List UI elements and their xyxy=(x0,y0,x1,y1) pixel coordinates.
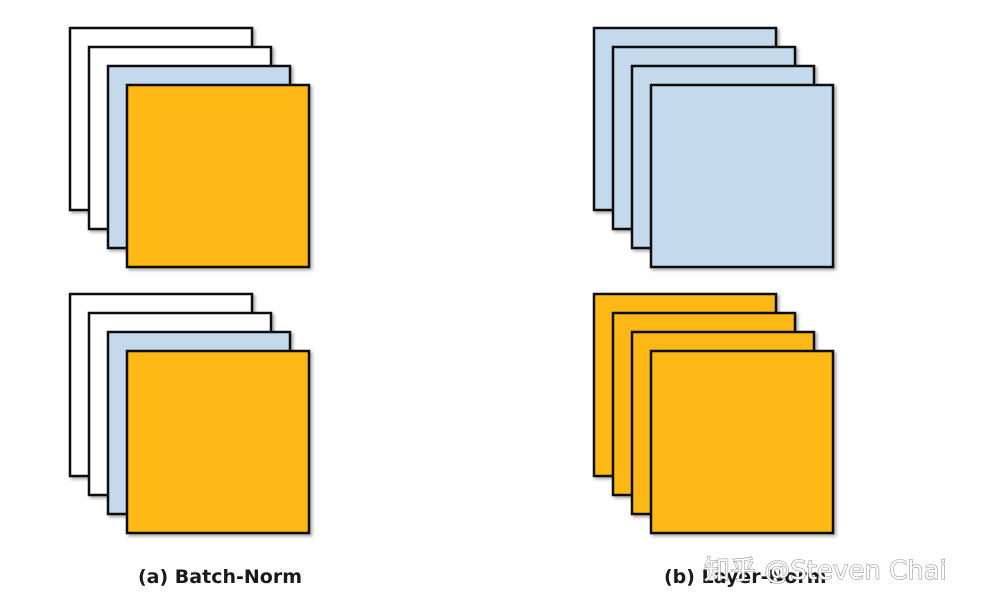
batch-norm-caption: (a) Batch-Norm xyxy=(138,566,302,588)
watermark-text: 知乎 @Steven Chai xyxy=(704,556,947,586)
watermark: 知乎 @Steven Chai xyxy=(703,555,947,586)
batch-norm-bottom-stack xyxy=(68,292,311,535)
layer-norm-panel: (b) Layer-Norm xyxy=(592,26,835,588)
batch-norm-top-stack xyxy=(68,26,311,269)
layer-norm-bottom-stack xyxy=(592,292,835,535)
batch-norm-panel: (a) Batch-Norm xyxy=(68,26,311,588)
layer-norm-caption: (b) Layer-Norm xyxy=(664,566,827,588)
orange-feature-sheet xyxy=(125,83,311,269)
layer-norm-top-stack xyxy=(592,26,835,269)
orange-feature-sheet xyxy=(125,349,311,535)
orange-feature-sheet xyxy=(649,349,835,535)
blue-feature-sheet xyxy=(649,83,835,269)
